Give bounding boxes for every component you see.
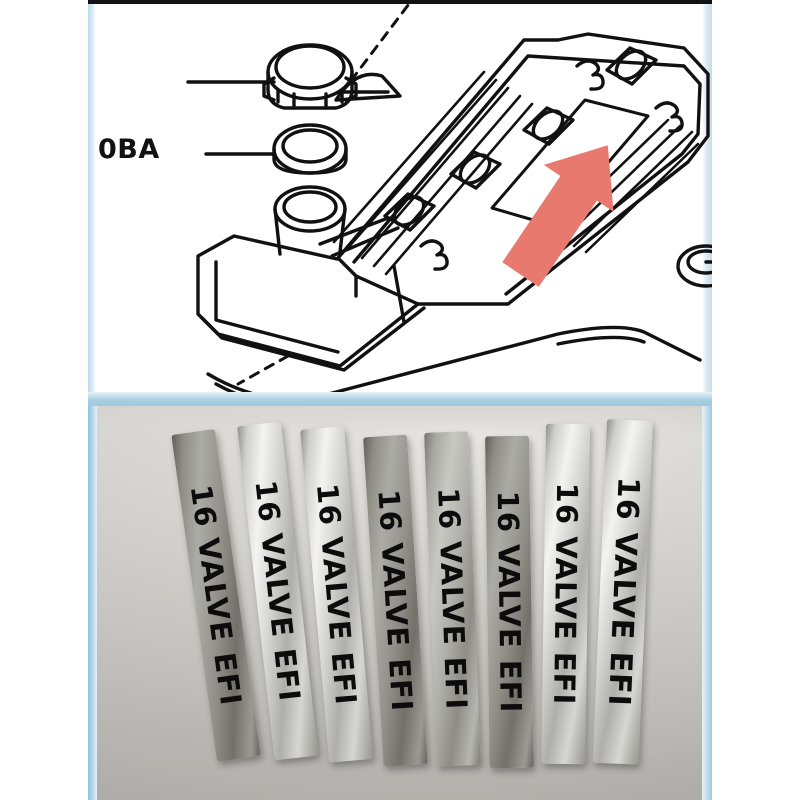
valve-cover-line-art <box>186 4 712 406</box>
filler-cap-gasket-icon <box>204 123 348 175</box>
oil-filler-cap-icon <box>186 43 358 110</box>
cover-bolt-washer-icon <box>676 244 712 288</box>
badge-label: 16 VALVE EFI <box>371 488 420 713</box>
badge-item: 16 VALVE EFI <box>592 419 653 765</box>
spark-plug-tube-seal-icon <box>334 72 402 102</box>
badge-photo-panel: 16 VALVE EFI 16 VALVE EFI 16 VALVE EFI 16 V… <box>88 406 712 800</box>
spark-plug-tube-openings <box>383 46 658 232</box>
badge-item: 16 VALVE EFI <box>424 431 481 767</box>
diagram-left-edge-band <box>88 4 95 406</box>
valve-cover-body <box>196 216 426 372</box>
badge-label: 16 VALVE EFI <box>490 490 528 714</box>
diagram-bottom-edge-band <box>88 392 712 406</box>
filler-neck-icon <box>273 185 347 256</box>
dashed-leader-line <box>236 4 411 386</box>
photo-top-sheen <box>97 406 702 434</box>
valve-cover-top-deck <box>336 32 710 306</box>
cover-rib-hatching-left <box>332 70 534 276</box>
badge-item: 16 VALVE EFI <box>485 435 534 769</box>
badge-location-arrow <box>502 145 614 287</box>
badge-item: 16 VALVE EFI <box>363 434 428 767</box>
top-divider-rule <box>88 0 712 4</box>
photo-right-edge-band <box>702 406 712 800</box>
diagram-right-edge-band <box>703 4 712 406</box>
diagram-part-label-0ba: 0BA <box>98 134 160 165</box>
photo-surface: 16 VALVE EFI 16 VALVE EFI 16 VALVE EFI 16 V… <box>97 406 702 800</box>
photo-left-edge-band <box>88 406 97 800</box>
badge-label: 16 VALVE EFI <box>431 486 474 711</box>
badge-label: 16 VALVE EFI <box>547 482 585 706</box>
badge-item: 16 VALVE EFI <box>541 423 590 765</box>
engine-diagram-panel: 0BA <box>88 4 712 406</box>
badge-label: 16 VALVE EFI <box>600 476 646 708</box>
cover-bolt-bosses <box>419 59 684 271</box>
